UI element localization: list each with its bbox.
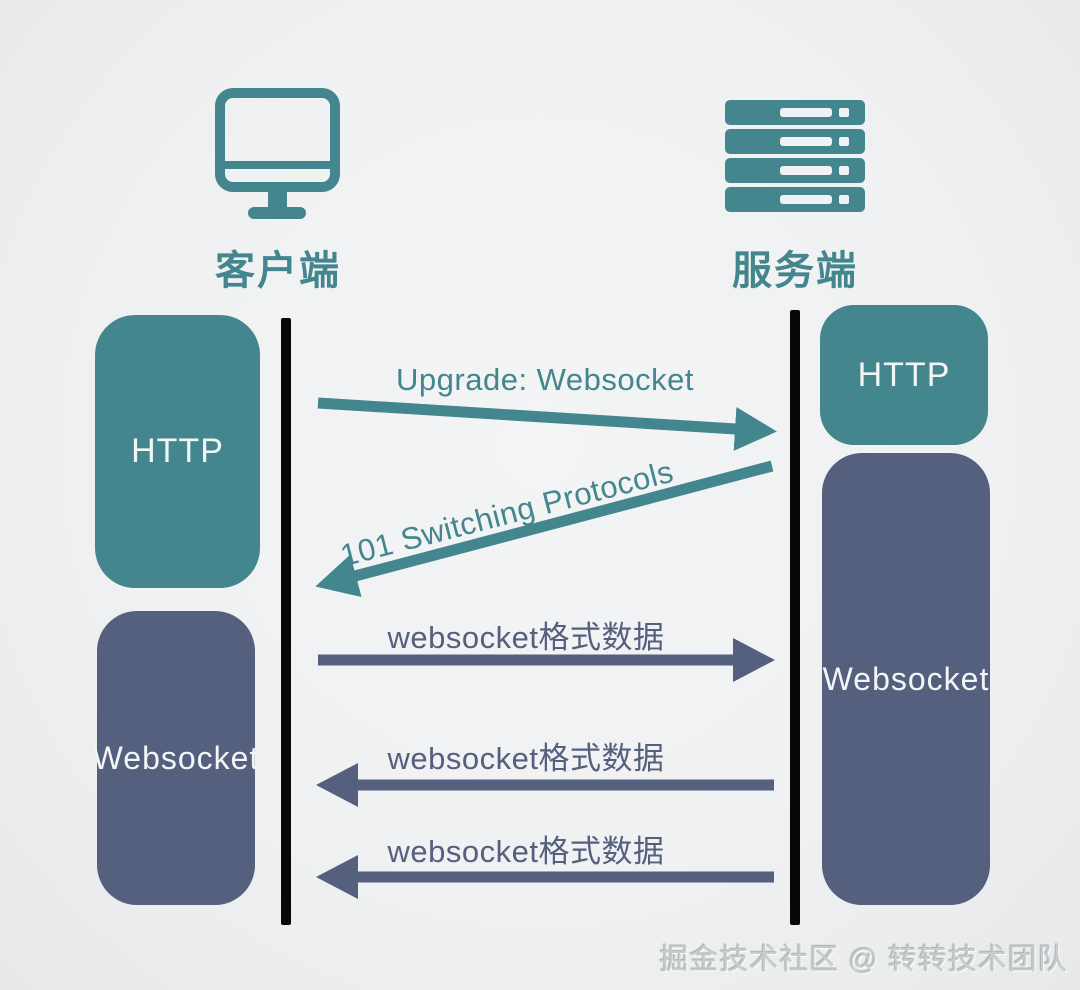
- server-http-box: HTTP: [820, 305, 988, 445]
- server-lifeline: [790, 310, 800, 925]
- server-websocket-box: Websocket: [822, 453, 990, 905]
- server-icon: [725, 100, 865, 213]
- arrow-upgrade-websocket: [317, 397, 777, 451]
- client-http-label: HTTP: [131, 432, 224, 470]
- client-websocket-label: Websocket: [92, 739, 260, 776]
- server-actor-label: 服务端: [732, 249, 858, 293]
- client-lifeline: [281, 318, 291, 925]
- message-label-ws-data-3: websocket格式数据: [387, 834, 665, 869]
- server-websocket-label: Websocket: [822, 660, 990, 697]
- arrow-101-switching-protocols: [315, 460, 774, 598]
- client-actor-label: 客户端: [215, 249, 341, 293]
- message-label-ws-data-1: websocket格式数据: [387, 620, 665, 655]
- server-http-label: HTTP: [857, 355, 951, 394]
- message-label-upgrade: Upgrade: Websocket: [396, 362, 694, 397]
- client-http-box: HTTP: [95, 315, 260, 588]
- monitor-icon: [215, 88, 340, 220]
- watermark-text: 掘金技术社区 @ 转转技术团队: [659, 944, 1068, 976]
- message-label-ws-data-2: websocket格式数据: [387, 741, 665, 776]
- client-websocket-box: Websocket: [93, 611, 258, 905]
